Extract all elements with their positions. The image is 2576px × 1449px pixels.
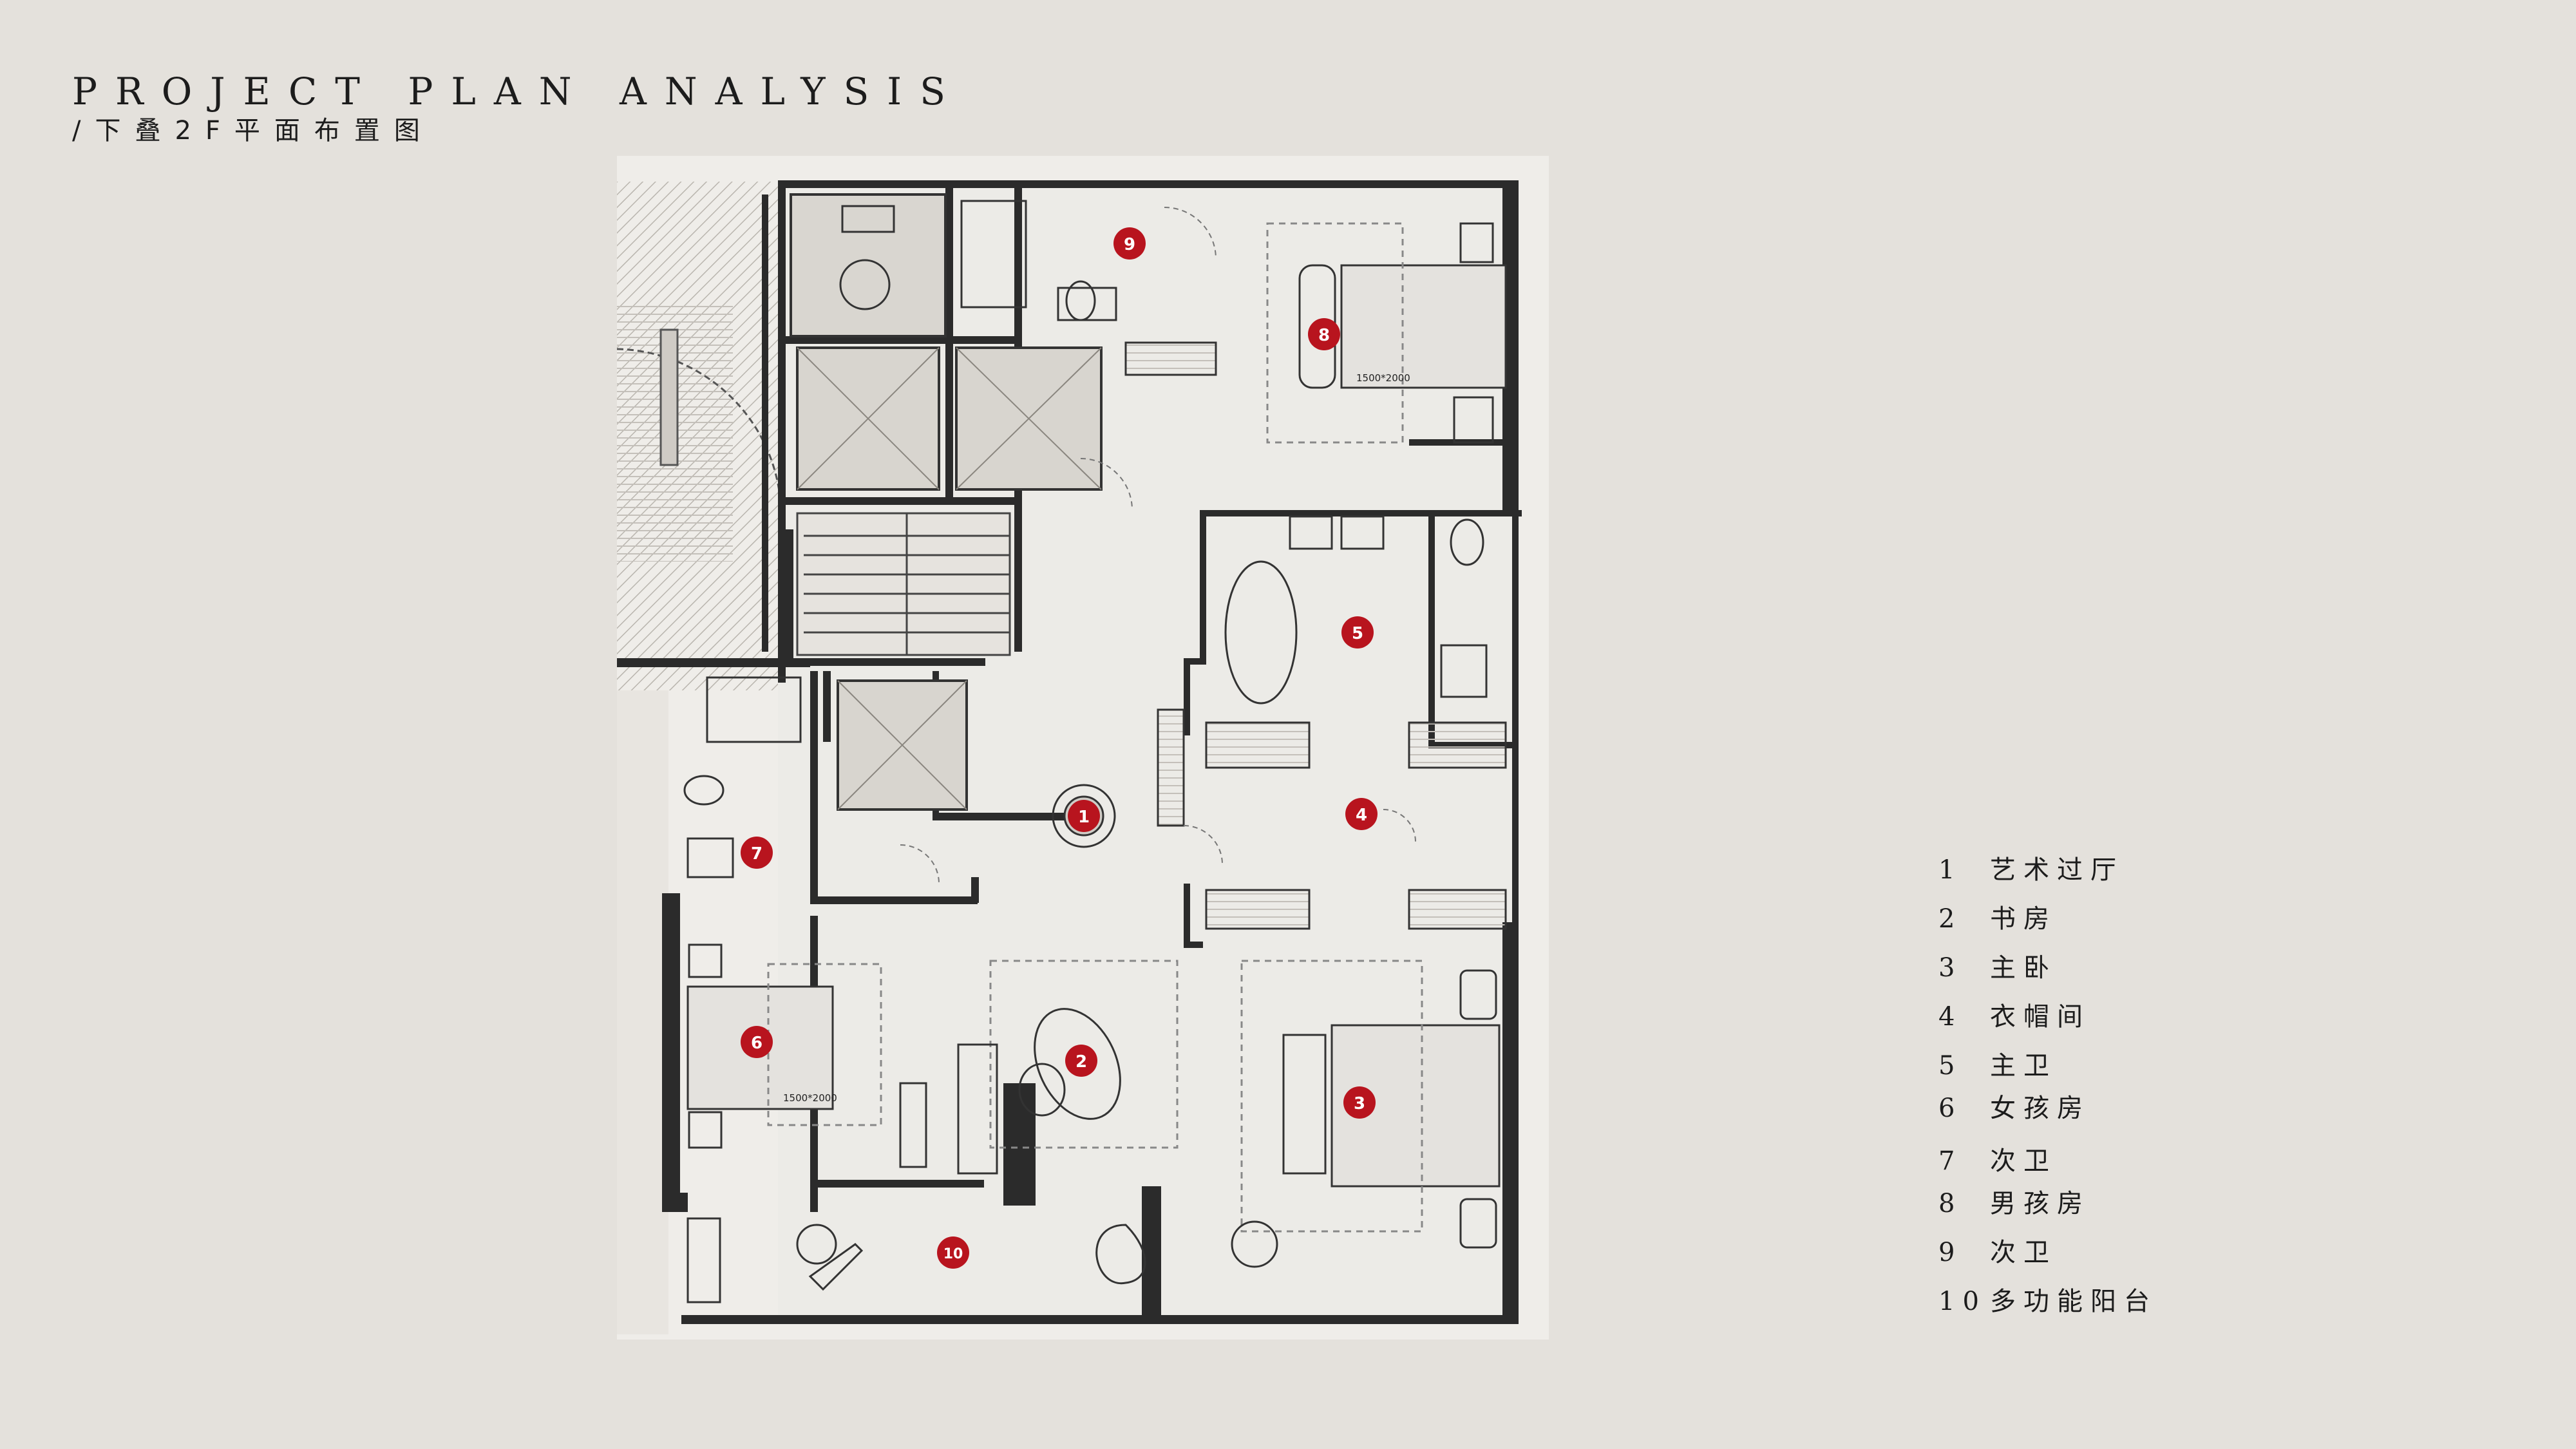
room-marker-1 xyxy=(1068,800,1100,832)
legend-item: 7 次卫 xyxy=(1938,1140,2057,1177)
room-marker-2 xyxy=(1065,1045,1097,1077)
page-subtitle: /下叠2F平面布置图 xyxy=(72,116,434,146)
room-marker-2-label: 2 xyxy=(1075,1052,1087,1072)
legend-item: 8 男孩房 xyxy=(1938,1182,2090,1220)
room-marker-5 xyxy=(1341,616,1374,649)
bed-size-label-boy: 1500*2000 xyxy=(1356,372,1410,384)
legend-item-number: 2 xyxy=(1938,904,1963,934)
room-marker-10 xyxy=(937,1236,969,1269)
room-markers: 1 2 3 4 5 6 7 8 9 10 xyxy=(741,227,1378,1269)
master-bedroom-furniture xyxy=(1231,960,1501,1268)
legend-item-label: 艺术过厅 xyxy=(1990,855,2124,885)
legend-item-number: 4 xyxy=(1938,1002,1963,1032)
room-marker-7 xyxy=(741,837,773,869)
legend-item: 5 主卫 xyxy=(1938,1045,2057,1082)
legend-item-label: 女孩房 xyxy=(1990,1094,2090,1123)
room-marker-7-label: 7 xyxy=(751,844,762,864)
room-marker-8-label: 8 xyxy=(1318,326,1330,345)
boy-room-furniture xyxy=(1266,222,1507,444)
legend-item-label: 多功能阳台 xyxy=(1990,1287,2157,1316)
room-marker-8 xyxy=(1308,318,1340,350)
room-marker-5-label: 5 xyxy=(1352,624,1363,643)
neighbour-strip-bottom xyxy=(617,690,668,1334)
room-marker-4 xyxy=(1345,798,1378,830)
legend-item-number: 8 xyxy=(1938,1189,1963,1218)
page-title: PROJECT PLAN ANALYSIS xyxy=(72,70,963,113)
neighbour-arc xyxy=(617,348,782,517)
legend-item-label: 主卧 xyxy=(1990,953,2057,983)
neighbour-rail xyxy=(659,328,679,466)
study-furniture xyxy=(957,960,1179,1175)
legend-item-label: 次卫 xyxy=(1990,1146,2057,1176)
bed-size-label-girl: 1500*2000 xyxy=(783,1092,837,1104)
legend-item-label: 书房 xyxy=(1990,904,2057,934)
room-marker-4-label: 4 xyxy=(1356,806,1367,825)
room-marker-9 xyxy=(1113,227,1146,260)
utility-room xyxy=(790,193,947,337)
wardrobe-furniture xyxy=(1157,708,1507,930)
legend-item-number: 6 xyxy=(1938,1094,1963,1123)
bath-9-fixtures xyxy=(960,200,1217,376)
master-bath-fixtures xyxy=(1224,515,1488,705)
legend-item-number: 10 xyxy=(1938,1287,1987,1316)
legend-item: 1 艺术过厅 xyxy=(1938,849,2124,886)
walls xyxy=(617,180,1522,1324)
legend-item-label: 次卫 xyxy=(1990,1238,2057,1267)
room-marker-10-label: 10 xyxy=(943,1246,963,1262)
room-marker-3 xyxy=(1343,1086,1376,1119)
legend-item: 3 主卧 xyxy=(1938,947,2057,984)
legend-item-number: 3 xyxy=(1938,953,1963,983)
legend-item-number: 5 xyxy=(1938,1051,1963,1081)
washer xyxy=(841,205,895,233)
legend-item-label: 男孩房 xyxy=(1990,1189,2090,1218)
legend-item-number: 7 xyxy=(1938,1146,1963,1176)
room-marker-3-label: 3 xyxy=(1354,1094,1365,1113)
floor-plan: 1500*2000 1500*2000 1 2 3 4 5 6 7 8 9 10 xyxy=(617,156,1549,1340)
legend-item-label: 衣帽间 xyxy=(1990,1002,2090,1032)
floor-plan-drawing: 1500*2000 1500*2000 1 2 3 4 5 6 7 8 9 10 xyxy=(617,156,1549,1340)
legend-item-number: 9 xyxy=(1938,1238,1963,1267)
legend-item-label: 主卫 xyxy=(1990,1051,2057,1081)
round-basin xyxy=(839,259,891,310)
staircase xyxy=(796,512,1011,656)
door-swings xyxy=(900,207,1416,884)
room-marker-1-label: 1 xyxy=(1078,808,1090,827)
room-marker-6-label: 6 xyxy=(751,1034,762,1053)
shaft-crosses xyxy=(797,347,1102,810)
room-marker-9-label: 9 xyxy=(1124,235,1135,254)
legend-item: 9 次卫 xyxy=(1938,1231,2057,1269)
legend-item: 4 衣帽间 xyxy=(1938,996,2090,1033)
balcony-furniture xyxy=(687,1217,1146,1303)
bath-7-fixtures xyxy=(683,676,802,878)
room-marker-6 xyxy=(741,1026,773,1058)
legend-item: 2 书房 xyxy=(1938,898,2057,935)
legend-item-number: 1 xyxy=(1938,855,1963,885)
legend-item: 6 女孩房 xyxy=(1938,1087,2090,1124)
